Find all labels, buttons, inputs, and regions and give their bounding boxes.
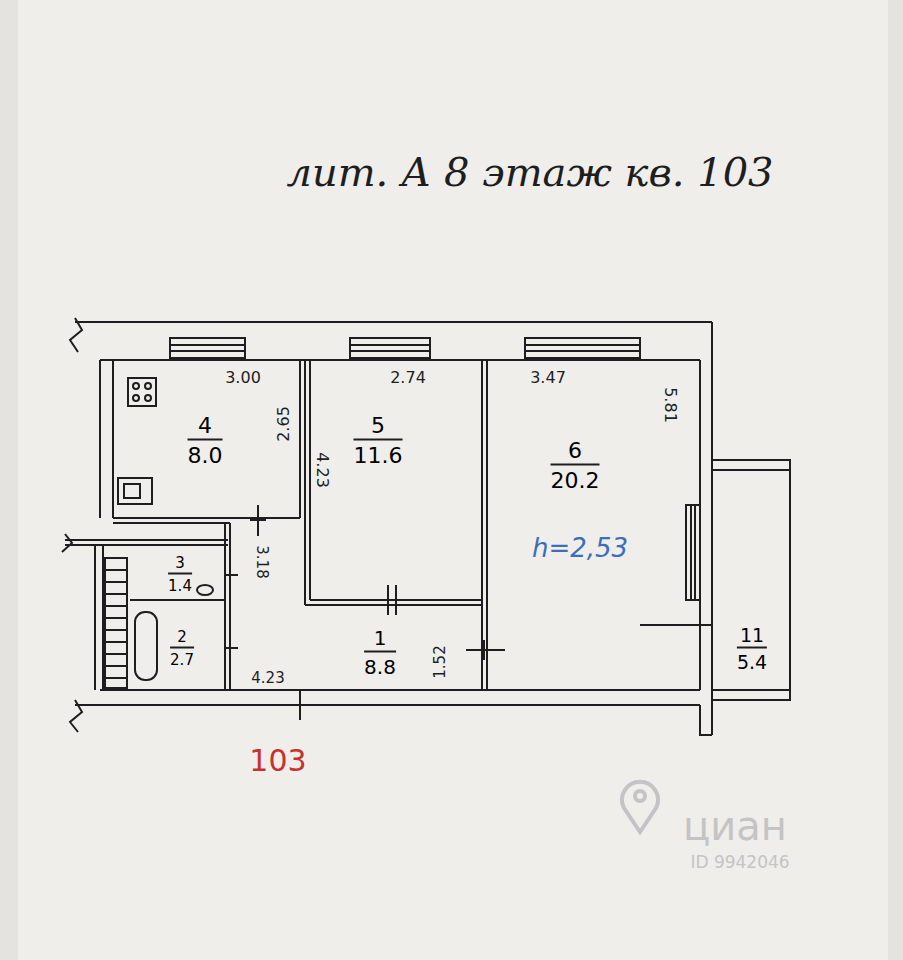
dimension: 1.52 xyxy=(432,645,449,678)
room: 31.4 xyxy=(164,552,196,597)
room: 511.6 xyxy=(350,411,407,470)
dimension: 4.23 xyxy=(313,452,331,488)
dimension: 3.18 xyxy=(254,545,271,578)
watermark-icon xyxy=(622,782,658,832)
room-area: 11.6 xyxy=(354,441,403,468)
room-area: 5.4 xyxy=(737,649,767,673)
ceiling-height: h=2,53 xyxy=(532,534,628,563)
room-area: 20.2 xyxy=(551,466,600,493)
room: 18.8 xyxy=(360,624,400,681)
room-area: 2.7 xyxy=(170,649,194,669)
room-area: 8.0 xyxy=(188,441,223,468)
room-number: 3 xyxy=(168,554,192,575)
dimension: 2.65 xyxy=(275,406,293,442)
room-number: 2 xyxy=(170,628,194,649)
room-area: 1.4 xyxy=(168,575,192,595)
apartment-number: 103 xyxy=(249,744,306,777)
dimension: 2.74 xyxy=(390,369,426,387)
dimension: 3.47 xyxy=(530,369,566,387)
room: 620.2 xyxy=(547,436,604,495)
dimension: 3.00 xyxy=(225,369,261,387)
room: 115.4 xyxy=(733,622,771,675)
room-area: 8.8 xyxy=(364,653,396,679)
room-number: 4 xyxy=(188,413,223,441)
room-number: 1 xyxy=(364,626,396,653)
watermark: ID 9942046 xyxy=(690,853,789,872)
dimension: 5.81 xyxy=(661,387,679,423)
room-number: 11 xyxy=(737,624,767,649)
plan-title: лит. А 8 этаж кв. 103 xyxy=(286,150,773,194)
watermark: циан xyxy=(683,804,787,848)
room: 48.0 xyxy=(184,411,227,470)
room-number: 6 xyxy=(551,438,600,466)
dimension: 4.23 xyxy=(251,670,284,687)
room: 22.7 xyxy=(166,626,198,671)
room-number: 5 xyxy=(354,413,403,441)
